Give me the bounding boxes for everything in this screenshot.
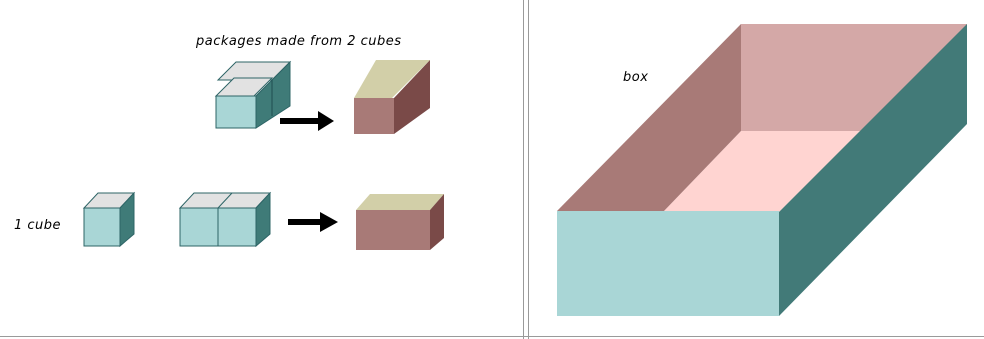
cube-front-face [215, 95, 257, 129]
two-cube-group-top [214, 60, 292, 129]
package-bottom [356, 194, 444, 250]
box-left-wall [557, 24, 741, 212]
arrow-bottom [288, 212, 338, 232]
left-panel-graphic [82, 60, 444, 250]
package-top-face [354, 60, 430, 98]
package-side-face [394, 60, 430, 134]
right-panel: box [528, 0, 984, 339]
box-front-face [557, 211, 779, 316]
packages-label: packages made from 2 cubes [196, 34, 402, 49]
two-cube-group-bottom [178, 191, 272, 248]
arrow-top [280, 111, 334, 131]
package-top [354, 60, 430, 134]
box-label: box [623, 70, 649, 85]
single-cube [82, 191, 136, 248]
single-cube-label: 1 cube [14, 218, 62, 233]
box-graphic [557, 24, 967, 316]
panel-divider [524, 0, 528, 339]
package-front-face [354, 98, 394, 134]
cube-side-face [255, 60, 291, 129]
box-right-side [779, 24, 967, 316]
box-floor [663, 131, 861, 212]
bottom-border [0, 336, 984, 337]
left-panel: packages made from 2 cubes 1 cube [14, 0, 524, 339]
